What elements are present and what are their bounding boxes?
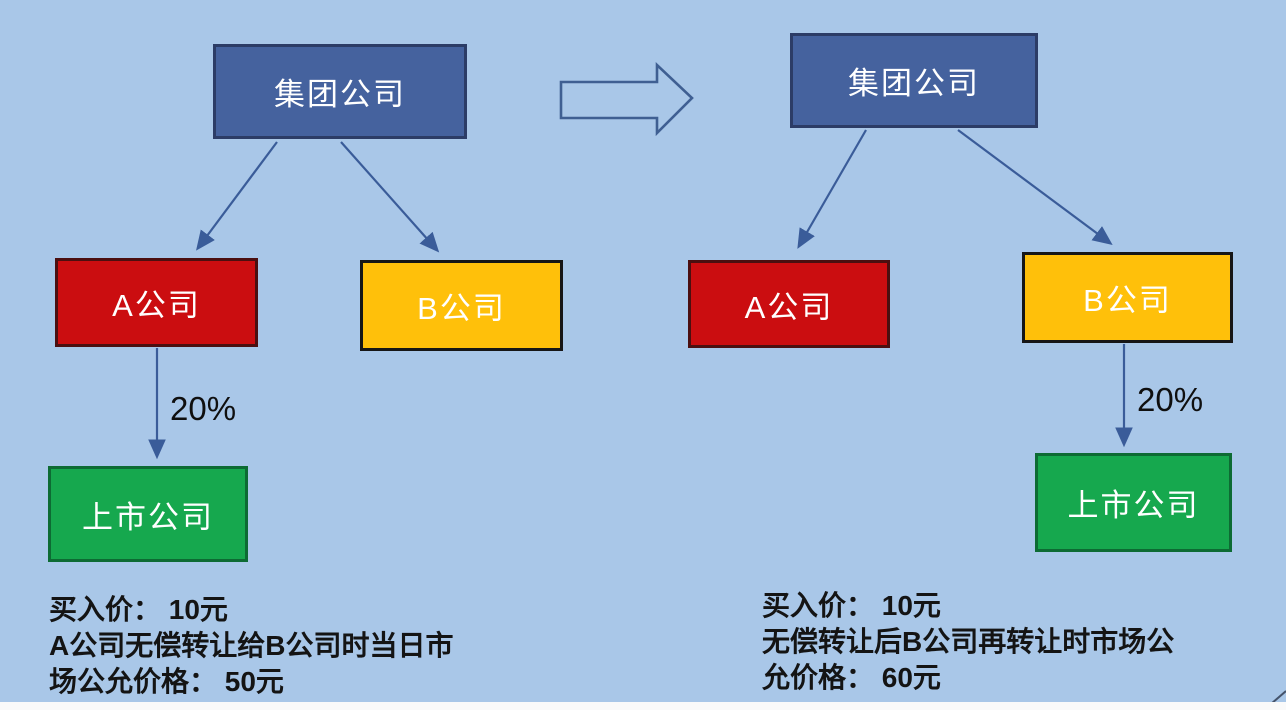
- listed-company-node-left: 上市公司: [48, 466, 248, 562]
- note-line: 允价格： 60元: [762, 662, 941, 693]
- group-company-node-right: 集团公司: [790, 33, 1038, 128]
- connector-left-group-to-a-icon: [196, 141, 278, 251]
- note-line: 无偿转让后B公司再转让时市场公: [762, 626, 1175, 657]
- note-block-right: 买入价： 10元 无偿转让后B公司再转让时市场公 允价格： 60元: [762, 588, 1174, 696]
- group-company-label-left: 集团公司: [274, 77, 406, 112]
- connector-left-group-to-b-icon: [340, 141, 440, 253]
- note-block-left: 买入价： 10元 A公司无偿转让给B公司时当日市 场公允价格： 50元: [49, 592, 453, 700]
- connector-right-group-to-a-icon: [797, 129, 867, 249]
- listed-company-node-right: 上市公司: [1035, 453, 1232, 552]
- note-line: 场公允价格： 50元: [49, 666, 284, 697]
- listed-company-label-left: 上市公司: [82, 499, 214, 535]
- transform-arrow-icon: [559, 61, 694, 137]
- company-a-label-left: A公司: [112, 288, 201, 323]
- note-line: 买入价： 10元: [762, 590, 941, 621]
- company-a-node-left: A公司: [55, 258, 258, 347]
- group-company-label-right: 集团公司: [848, 66, 980, 101]
- stake-percentage-label-left: 20%: [170, 390, 237, 427]
- company-a-label-right: A公司: [744, 289, 834, 325]
- company-b-label-left: B公司: [417, 291, 506, 326]
- group-company-node-left: 集团公司: [213, 44, 467, 139]
- company-b-node-left: B公司: [360, 260, 563, 351]
- note-line: A公司无偿转让给B公司时当日市: [49, 630, 454, 661]
- stake-percentage-label-right: 20%: [1137, 381, 1204, 418]
- listed-company-label-right: 上市公司: [1067, 488, 1200, 523]
- company-a-node-right: A公司: [688, 260, 890, 348]
- note-line: 买入价： 10元: [49, 594, 228, 625]
- bottom-white-strip: [0, 702, 1286, 710]
- connector-right-group-to-b-icon: [957, 129, 1113, 245]
- company-b-label-right: B公司: [1083, 283, 1172, 318]
- company-b-node-right: B公司: [1022, 252, 1233, 343]
